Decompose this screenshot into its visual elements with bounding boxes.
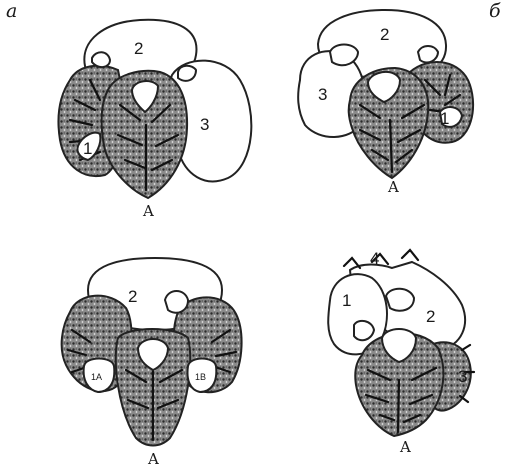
label-chamber-1a: 1A: [91, 372, 102, 382]
aperture: [178, 66, 196, 81]
label-apex: A: [387, 178, 399, 196]
panel-top-left: 2 3 1 A: [58, 20, 251, 220]
label-chamber-3: 3: [200, 115, 209, 134]
label-chamber-1: 1: [83, 139, 92, 158]
label-chamber-1: 1: [342, 291, 351, 310]
panel-bottom-right: 4 1 2 3 A: [328, 249, 474, 456]
label-apex: A: [147, 450, 159, 468]
label-chamber-4: 4: [370, 249, 379, 268]
label-chamber-1b: 1B: [195, 372, 206, 382]
panel-bottom-left: 2 1A 1B A: [62, 258, 242, 468]
aperture: [418, 46, 438, 62]
aperture: [354, 321, 374, 340]
label-chamber-2: 2: [128, 287, 137, 306]
label-apex: A: [399, 438, 411, 456]
aperture: [92, 52, 110, 67]
label-chamber-3: 3: [318, 85, 327, 104]
panel-letter-b: б: [489, 0, 501, 22]
label-chamber-2: 2: [380, 25, 389, 44]
label-chamber-3: 3: [458, 367, 467, 386]
aperture: [386, 289, 414, 311]
label-apex: A: [142, 202, 154, 220]
panel-letter-a: а: [6, 0, 17, 22]
label-chamber-2: 2: [134, 39, 143, 58]
aperture: [165, 291, 188, 313]
label-chamber-1: 1: [440, 109, 449, 128]
panel-top-right: 2 3 1 A: [298, 10, 473, 196]
aperture: [330, 45, 358, 66]
label-chamber-2: 2: [426, 307, 435, 326]
